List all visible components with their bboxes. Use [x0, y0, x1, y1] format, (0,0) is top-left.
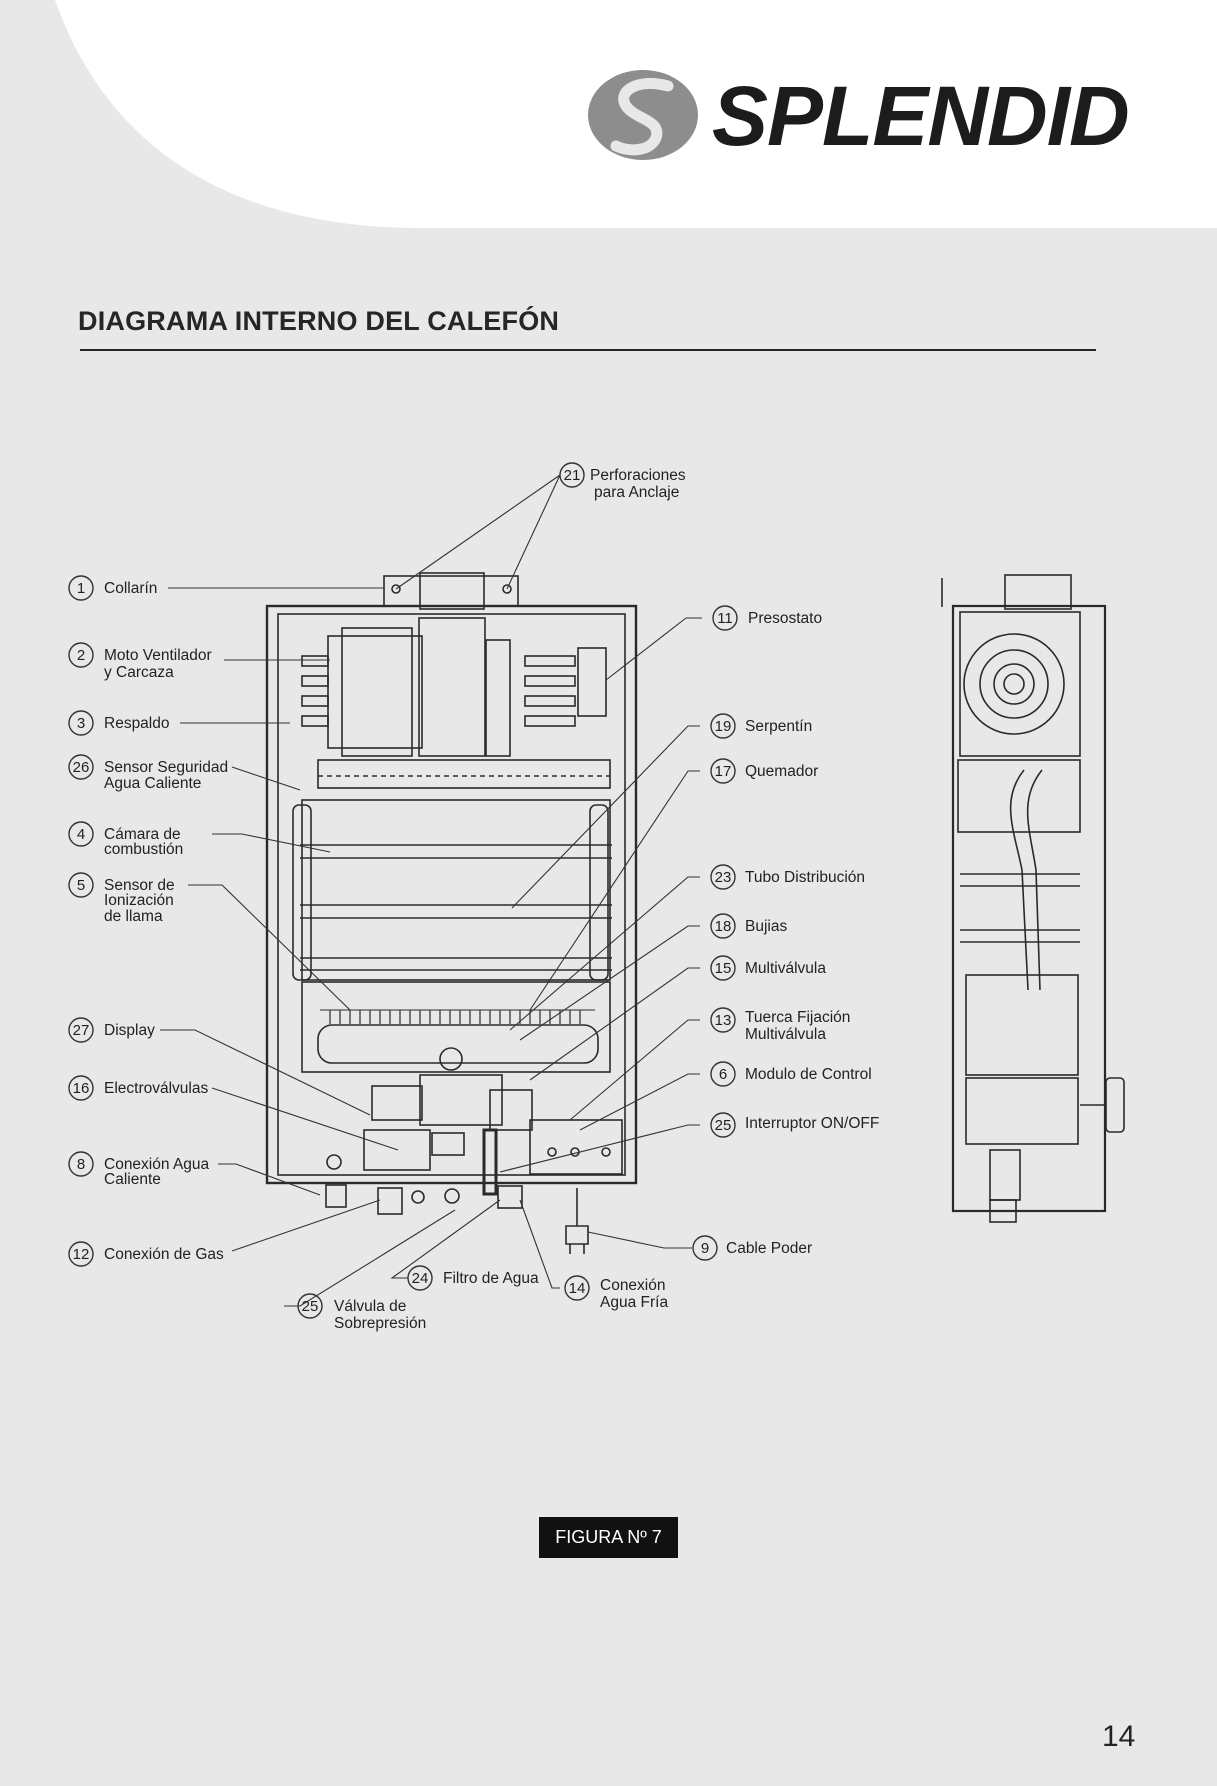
callout-5: 5 Sensor de Ionización de llama [68, 872, 175, 925]
callout-label: Quemador [745, 763, 818, 780]
callout-label: Electroválvulas [104, 1080, 208, 1097]
heater-front-drawing [265, 572, 638, 1254]
callout-label: Sensor Seguridad [104, 759, 228, 776]
callout-number: 19 [715, 718, 732, 735]
heater-side-drawing [941, 574, 1125, 1223]
callout-number: 8 [77, 1156, 85, 1173]
callout-label: Conexión Agua [104, 1156, 210, 1173]
callout-label: Tuerca Fijación [745, 1009, 850, 1026]
callout-number: 2 [77, 647, 85, 664]
callout-label: Collarín [104, 580, 157, 597]
leader-lines [160, 474, 702, 1307]
callout-number: 25 [302, 1298, 319, 1315]
callout-6: 6 Modulo de Control [710, 1061, 872, 1087]
callout-8: 8 Conexión Agua Caliente [68, 1151, 210, 1188]
callouts: 1 Collarín 2 Moto Ventilador y Carcaza 3… [68, 462, 879, 1332]
callout-label: Válvula de [334, 1298, 406, 1315]
callout-label: Conexión de Gas [104, 1246, 224, 1263]
callout-number: 1 [77, 580, 85, 597]
brand-wordmark: SPLENDID [712, 69, 1130, 163]
callout-27: 27 Display [68, 1017, 155, 1043]
callout-9: 9 Cable Poder [692, 1235, 812, 1261]
callout-label: Display [104, 1022, 155, 1039]
callout-number: 25 [715, 1117, 732, 1134]
callout-number: 5 [77, 877, 85, 894]
callout-number: 15 [715, 960, 732, 977]
callout-label: Perforaciones [590, 467, 686, 484]
callout-number: 16 [73, 1080, 90, 1097]
callout-label: Modulo de Control [745, 1066, 872, 1083]
callout-3: 3 Respaldo [68, 710, 170, 736]
callout-14: 14 Conexión Agua Fría [564, 1275, 668, 1311]
callout-label: y Carcaza [104, 664, 174, 681]
callout-label: Agua Fría [600, 1294, 668, 1311]
callout-26-seguridad: 26 Sensor Seguridad Agua Caliente [68, 754, 228, 792]
callout-11: 11 Presostato [712, 605, 822, 631]
callout-number: 6 [719, 1066, 727, 1083]
callout-label: Respaldo [104, 715, 170, 732]
callout-label: de llama [104, 908, 163, 925]
callout-number: 26 [73, 759, 90, 776]
callout-label: Presostato [748, 610, 822, 627]
callout-24: 24 Filtro de Agua [407, 1265, 539, 1291]
callout-label: Cable Poder [726, 1240, 812, 1257]
callout-label: Filtro de Agua [443, 1270, 539, 1287]
callout-13: 13 Tuerca Fijación Multiválvula [710, 1007, 850, 1043]
callout-16: 16 Electroválvulas [68, 1075, 208, 1101]
callout-number: 23 [715, 869, 732, 886]
callout-label: Serpentín [745, 718, 812, 735]
page-title: DIAGRAMA INTERNO DEL CALEFÓN [78, 306, 560, 336]
callout-label: Caliente [104, 1171, 161, 1188]
callout-number: 13 [715, 1012, 732, 1029]
callout-label: Agua Caliente [104, 775, 201, 792]
callout-label: Sobrepresión [334, 1315, 426, 1332]
callout-label: Tubo Distribución [745, 869, 865, 886]
callout-label: Multiválvula [745, 960, 826, 977]
callout-number: 4 [77, 826, 85, 843]
figure-label: FIGURA Nº 7 [539, 1517, 678, 1558]
callout-number: 9 [701, 1240, 709, 1257]
callout-label: para Anclaje [594, 484, 679, 501]
callout-1: 1 Collarín [68, 575, 157, 601]
callout-number: 21 [564, 467, 581, 484]
callout-number: 14 [569, 1280, 586, 1297]
callout-number: 24 [412, 1270, 429, 1287]
callout-label: Cámara de [104, 826, 181, 843]
callout-17: 17 Quemador [710, 758, 818, 784]
callout-label: Ionización [104, 892, 174, 909]
callout-label: Moto Ventilador [104, 647, 212, 664]
callout-label: Sensor de [104, 877, 175, 894]
callout-label: combustión [104, 841, 183, 858]
callout-number: 18 [715, 918, 732, 935]
callout-number: 3 [77, 715, 85, 732]
page-number: 14 [1102, 1720, 1136, 1753]
splendid-s-logo-icon [588, 70, 698, 160]
callout-4: 4 Cámara de combustión [68, 821, 183, 858]
callout-12: 12 Conexión de Gas [68, 1241, 224, 1267]
callout-19: 19 Serpentín [710, 713, 812, 739]
callout-25-interruptor: 25 Interruptor ON/OFF [710, 1112, 879, 1138]
callout-number: 17 [715, 763, 732, 780]
callout-23: 23 Tubo Distribución [710, 864, 865, 890]
title-rule [80, 349, 1096, 351]
callout-21: 21 Perforaciones para Anclaje [559, 462, 686, 501]
callout-label: Interruptor ON/OFF [745, 1115, 879, 1132]
callout-18: 18 Bujias [710, 913, 787, 939]
callout-label: Bujias [745, 918, 787, 935]
callout-2: 2 Moto Ventilador y Carcaza [68, 642, 212, 681]
callout-number: 11 [717, 610, 733, 627]
callout-label: Multiválvula [745, 1026, 826, 1043]
callout-15: 15 Multiválvula [710, 955, 826, 981]
callout-25-valvula: 25 Válvula de Sobrepresión [297, 1293, 426, 1332]
callout-number: 27 [73, 1022, 90, 1039]
callout-number: 12 [73, 1246, 90, 1263]
callout-label: Conexión [600, 1277, 666, 1294]
